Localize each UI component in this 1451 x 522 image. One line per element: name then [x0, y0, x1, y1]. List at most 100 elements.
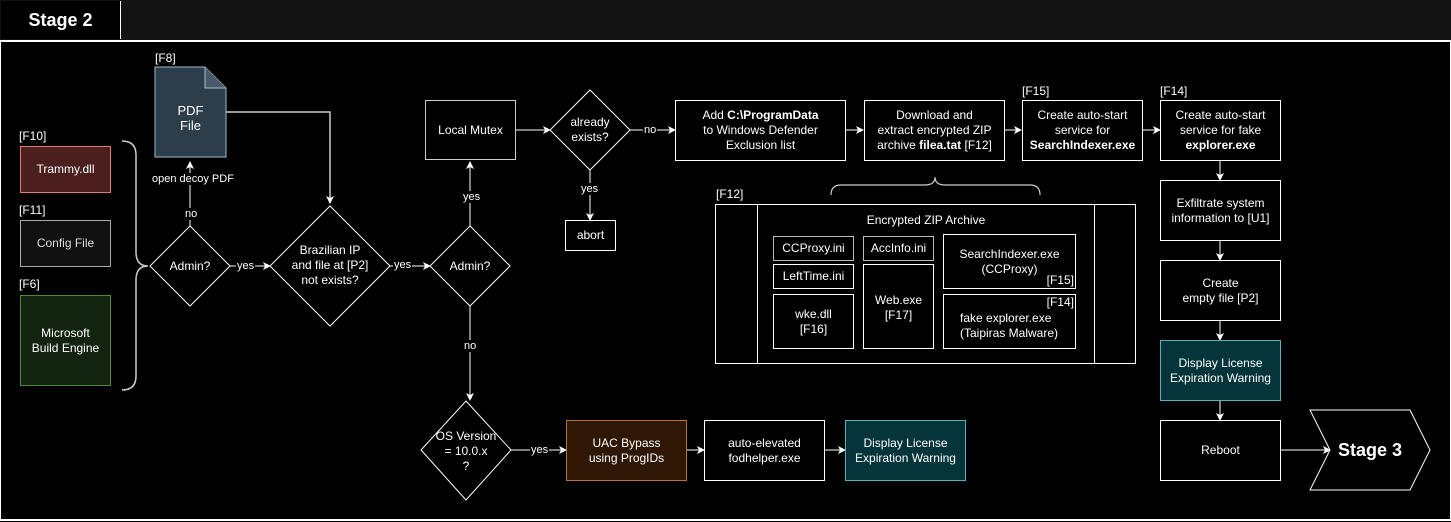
zip-file-wke-dll: wke.dll [F16]: [773, 294, 854, 349]
warning-bottom-line1: Display License: [863, 435, 948, 450]
step-defender-exclusion: Add C:\ProgramData to Windows Defender E…: [675, 100, 846, 161]
pdf-file-label: PDF File: [155, 100, 226, 136]
edge-label-admin1-yes: yes: [236, 260, 256, 272]
input-msbuild: Microsoft Build Engine: [20, 295, 111, 386]
download-line2: extract encrypted ZIP: [877, 123, 992, 137]
step-reboot: Reboot: [1160, 420, 1281, 481]
step-license-warning-right: Display License Expiration Warning: [1160, 340, 1281, 401]
zip-file-searchindexer-label: SearchIndexer.exe: [959, 246, 1060, 261]
svc-explorer-line1: Create auto-start: [1175, 108, 1266, 122]
warning-bottom-line2: Expiration Warning: [855, 450, 956, 465]
zip-archive-title: Encrypted ZIP Archive: [866, 213, 986, 227]
warning-right-line2: Expiration Warning: [1170, 370, 1271, 385]
edge-label-open-decoy: open decoy PDF: [151, 173, 235, 185]
tag-f15: [F15]: [1022, 84, 1050, 98]
tag-f12: [F12]: [716, 187, 744, 201]
zip-file-fake-explorer-tag: [F14]: [1046, 295, 1074, 309]
input-config-file: Config File: [20, 220, 111, 267]
input-group-brace: [121, 140, 149, 391]
decision-brazil-label: Brazilian IP and file at [P2] not exists…: [280, 240, 380, 290]
zip-archive-brace: [830, 176, 1041, 196]
download-line3: archive filea.tat [F12]: [877, 138, 992, 153]
decision-admin1-label: Admin?: [169, 258, 211, 273]
zip-file-accinfo-ini: AccInfo.ini: [863, 236, 934, 261]
edge-label-admin2-yes: yes: [462, 191, 482, 203]
reboot-label: Reboot: [1201, 443, 1240, 457]
step-abort: abort: [565, 220, 616, 251]
svc-search-line2: service for: [1054, 123, 1111, 137]
step-create-empty-file: Create empty file [P2]: [1160, 260, 1281, 321]
step-abort-label: abort: [576, 228, 605, 242]
tag-f8: [F8]: [155, 51, 176, 65]
os-line2: = 10.0.x: [444, 443, 488, 458]
zip-file-fake-explorer-sub: (Taipiras Malware): [960, 325, 1059, 340]
zip-file-wke-dll-tag: [F16]: [799, 321, 828, 336]
svc-explorer-exe: explorer.exe: [1185, 138, 1256, 152]
tag-f14: [F14]: [1160, 84, 1188, 98]
defender-pre: Add: [702, 108, 728, 122]
stage-title: Stage 2: [1, 1, 121, 39]
brazil-line1: Brazilian IP: [299, 242, 361, 257]
pdf-file-fold: [204, 67, 226, 89]
edge-label-exists-yes: yes: [580, 183, 600, 195]
step-download-zip: Download and extract encrypted ZIP archi…: [864, 100, 1005, 161]
uac-line2: using ProgIDs: [588, 450, 665, 465]
svc-search-exe: SearchIndexer.exe: [1029, 138, 1136, 152]
zip-file-ccproxy-ini-label: CCProxy.ini: [782, 241, 845, 255]
tag-f6: [F6]: [19, 277, 40, 291]
svc-explorer-line2: service for fake: [1179, 123, 1262, 137]
pdf-label-line1: PDF: [177, 103, 204, 118]
emptyfile-line2: empty file [P2]: [1182, 290, 1259, 305]
zip-file-searchindexer-sub: (CCProxy): [981, 261, 1038, 276]
edge-label-admin2-no: no: [463, 340, 478, 352]
download-filename: filea.tat: [919, 138, 962, 152]
download-pre3: archive: [877, 138, 920, 152]
zip-file-web-exe-label: Web.exe: [874, 293, 923, 307]
defender-path: C:\ProgramData: [727, 108, 819, 122]
step-local-mutex: Local Mutex: [425, 100, 516, 160]
zip-file-lefttime-ini-label: LeftTime.ini: [782, 269, 845, 283]
fodhelper-line2: fodhelper.exe: [728, 450, 801, 465]
defender-line3: Exclusion list: [725, 138, 796, 152]
warning-right-line1: Display License: [1178, 355, 1263, 370]
emptyfile-line1: Create: [1202, 275, 1239, 290]
exists-line2: exists?: [571, 130, 609, 144]
decision-osversion-label: OS Version = 10.0.x ?: [426, 427, 506, 475]
os-line1: OS Version: [435, 428, 497, 443]
zip-file-web-exe: Web.exe [F17]: [863, 264, 934, 349]
edge-pdf-to-brazil: [226, 111, 334, 204]
zip-archive-container: Encrypted ZIP Archive: [715, 204, 1136, 364]
download-post3: [F12]: [961, 138, 992, 152]
zip-file-ccproxy-ini: CCProxy.ini: [773, 236, 854, 261]
edge-label-os-yes: yes: [530, 444, 550, 456]
zip-file-wke-dll-label: wke.dll: [795, 306, 832, 321]
fodhelper-line1: auto-elevated: [728, 435, 801, 450]
zip-file-lefttime-ini: LeftTime.ini: [773, 264, 854, 289]
defender-line2: to Windows Defender: [703, 123, 818, 137]
tag-f10: [F10]: [19, 129, 47, 143]
step-fodhelper: auto-elevated fodhelper.exe: [704, 420, 825, 481]
edge-label-brazil-yes: yes: [393, 259, 413, 271]
header-band: [0, 0, 1451, 40]
input-msbuild-label: Microsoft Build Engine: [31, 325, 100, 355]
input-config-file-label: Config File: [36, 236, 95, 250]
exists-line1: already: [570, 115, 610, 129]
zip-file-web-exe-tag: [F17]: [884, 308, 913, 322]
step-uac-bypass: UAC Bypass using ProgIDs: [566, 420, 687, 481]
step-exfiltrate: Exfiltrate system information to [U1]: [1160, 180, 1281, 241]
input-trammy-dll-label: Trammy.dll: [36, 162, 95, 176]
exfil-line1: Exfiltrate system: [1176, 195, 1265, 210]
uac-line1: UAC Bypass: [592, 435, 661, 450]
step-service-explorer: Create auto-start service for fake explo…: [1160, 100, 1281, 161]
defender-line1: Add C:\ProgramData: [702, 108, 818, 123]
zip-archive-left-rail: [757, 205, 758, 363]
frame-border-bottom: [0, 519, 1451, 521]
zip-archive-right-rail: [1094, 205, 1095, 363]
zip-file-searchindexer: SearchIndexer.exe (CCProxy) [F15]: [943, 234, 1076, 289]
zip-file-searchindexer-tag: [F15]: [1046, 273, 1074, 287]
frame-border-top: [0, 40, 1451, 42]
step-license-warning-bottom: Display License Expiration Warning: [845, 420, 966, 481]
os-line3: ?: [462, 458, 470, 473]
svc-search-line1: Create auto-start: [1037, 108, 1128, 122]
